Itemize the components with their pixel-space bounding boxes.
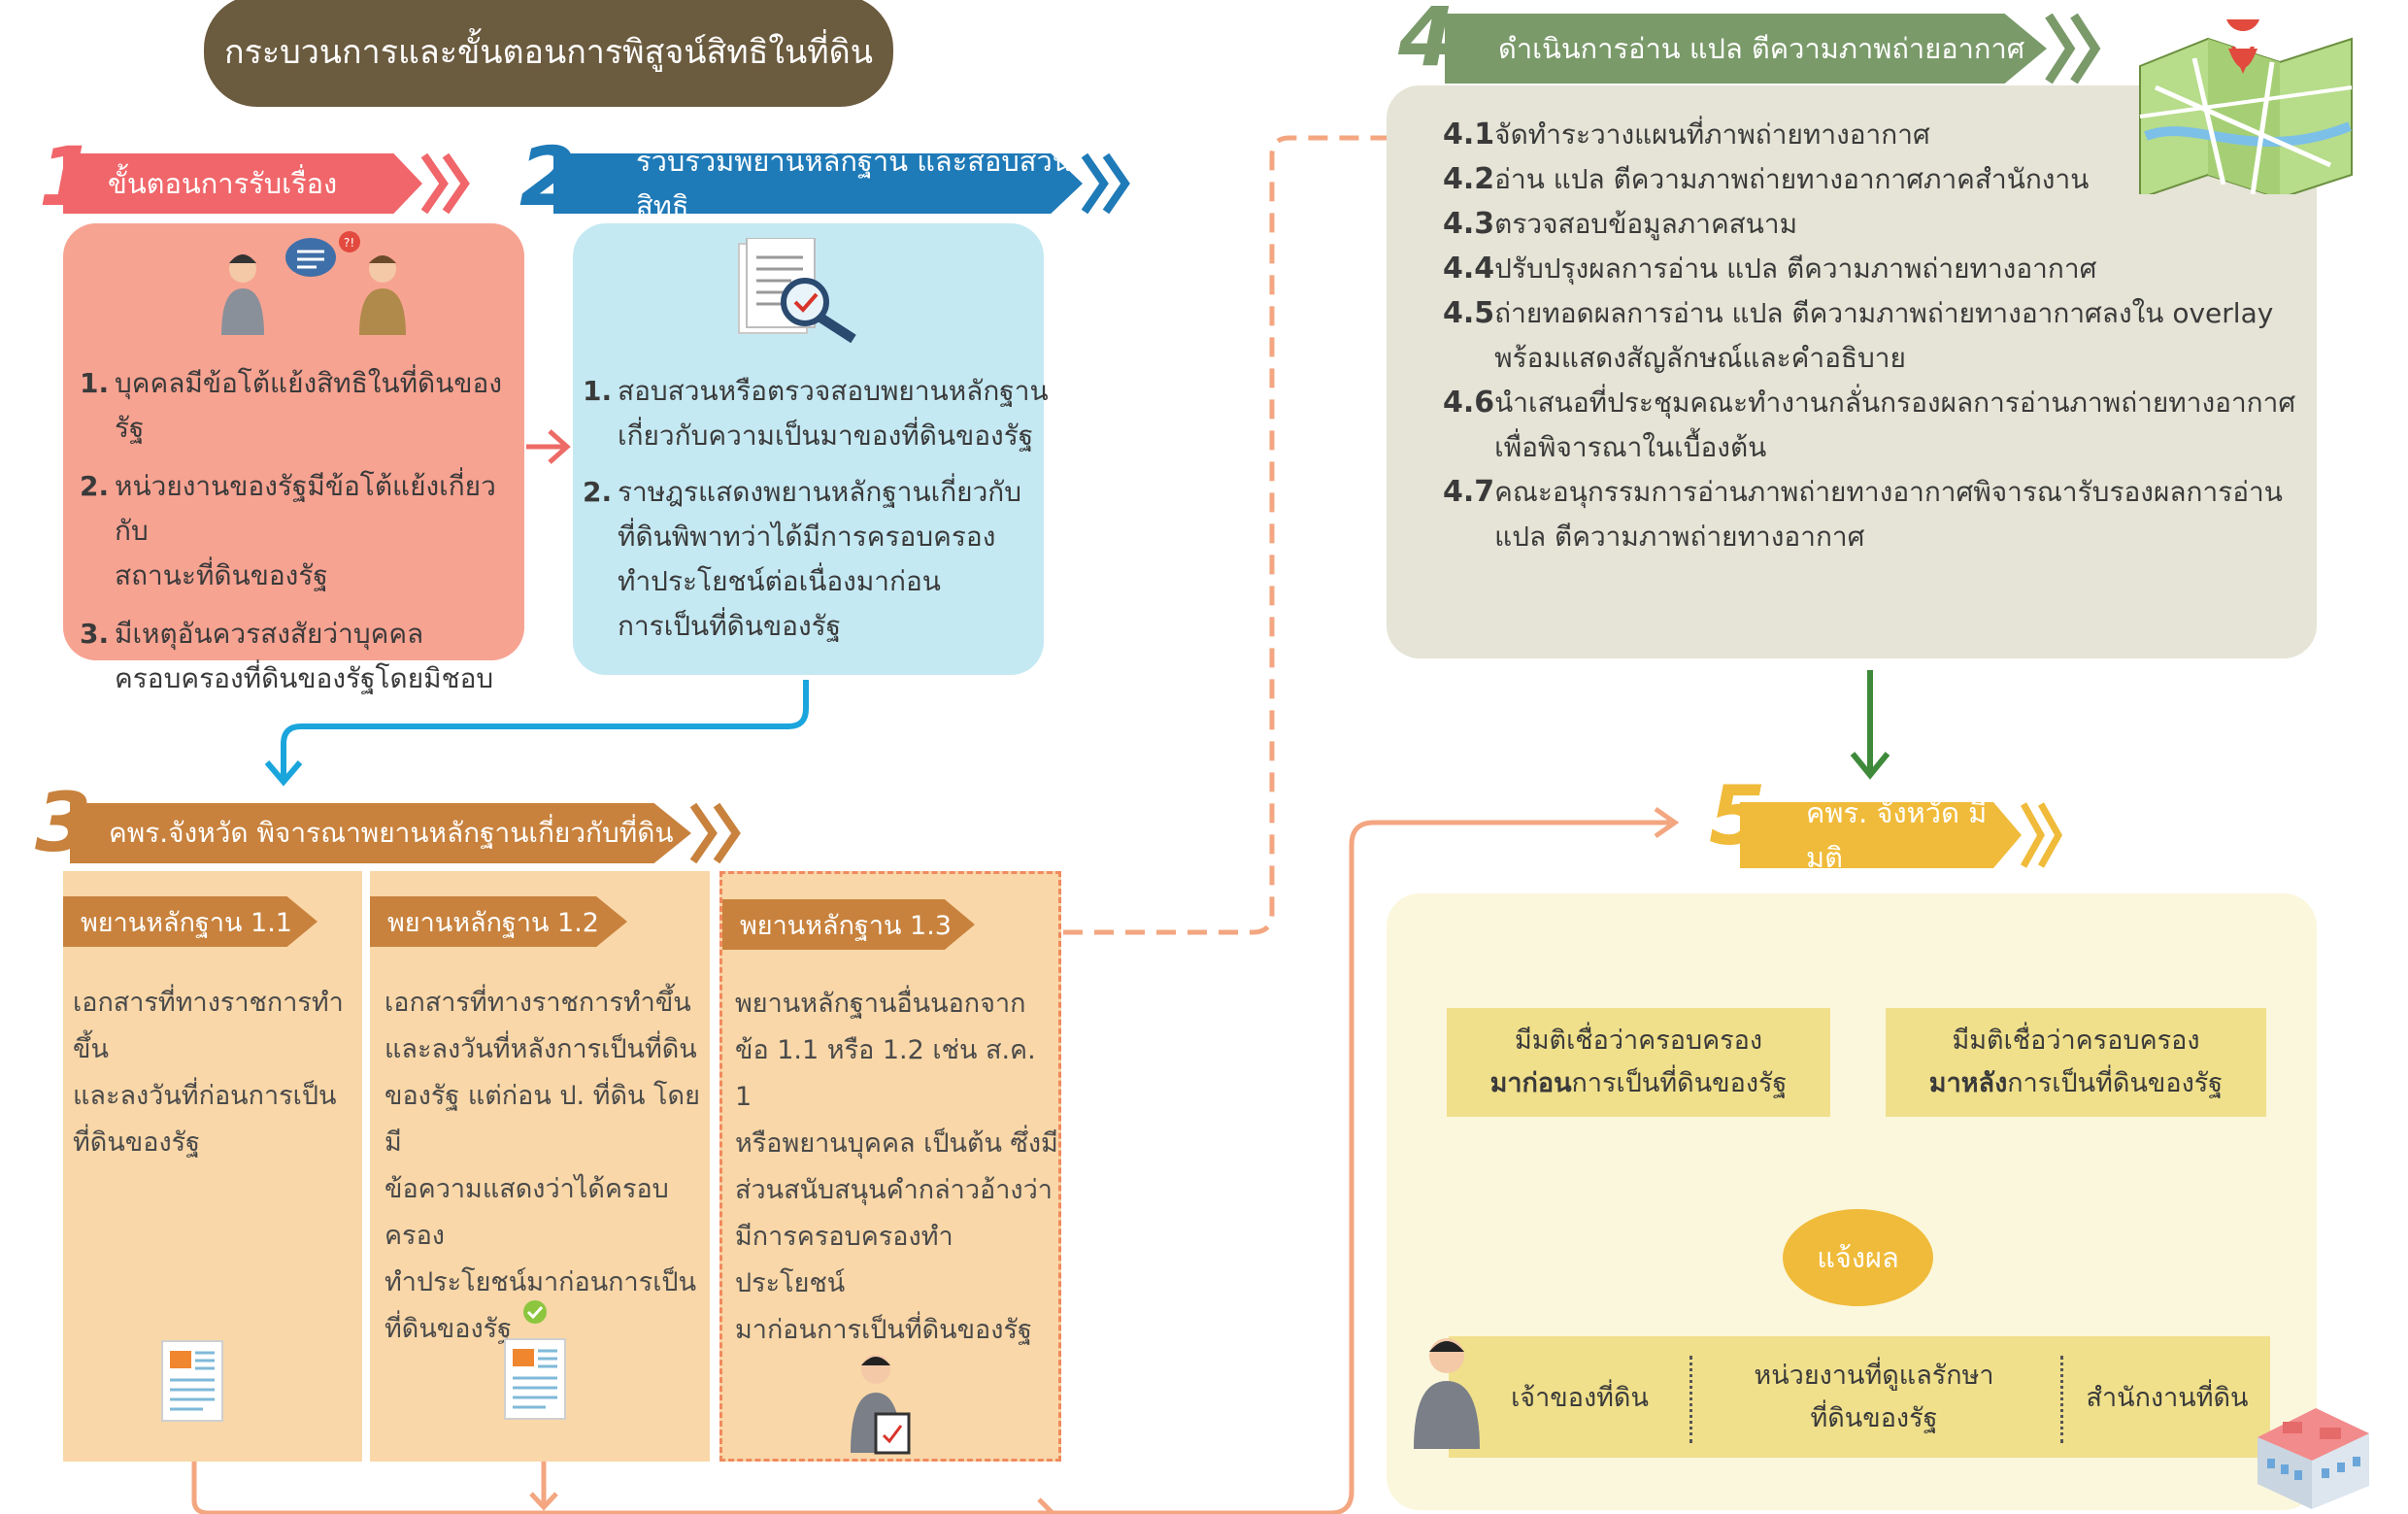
page-title-text: กระบวนการและขั้นตอนการพิสูจน์สิทธิในที่ด…: [224, 32, 873, 72]
list-item: 1.บุคคลมีข้อโต้แย้งสิทธิในที่ดินของรัฐ: [80, 367, 503, 444]
person-witness-icon: [851, 1355, 911, 1455]
evidence-tag: พยานหลักฐาน 1.2: [370, 896, 627, 947]
step3-banner: คพร.จังหวัด พิจารณาพยานหลักฐานเกี่ยวกับท…: [70, 803, 691, 863]
document-icon: [161, 1340, 223, 1422]
step2-section: รวบรวมพยานหลักฐาน และสอบสวนสิทธิ 2 1.สอบ…: [519, 129, 1130, 680]
step2-number: 2: [519, 129, 577, 224]
list-item: 1.สอบสวนหรือตรวจสอบพยานหลักฐานเกี่ยวกับค…: [583, 375, 1049, 452]
step1-banner: ขั้นตอนการรับเรื่อง: [63, 153, 422, 214]
evidence-col-1: พยานหลักฐาน 1.1 เอกสารที่ทางราชการทำขึ้น…: [63, 871, 362, 1462]
approved-document-icon: [504, 1300, 566, 1420]
step2-label: รวบรวมพยานหลักฐาน และสอบสวนสิทธิ: [636, 145, 1072, 222]
step4-banner: ดำเนินการอ่าน แปล ตีความภาพถ่ายอากาศ: [1445, 14, 2047, 84]
step1-chevron-icon: [420, 153, 470, 214]
resolution-before-box: มีมติเชื่อว่าครอบครอง มาก่อนการเป็นที่ดิ…: [1447, 1008, 1830, 1117]
step5-chevron-icon: [2020, 802, 2063, 868]
step2-list: 1.สอบสวนหรือตรวจสอบพยานหลักฐานเกี่ยวกับค…: [583, 369, 1049, 649]
document-search-icon: [738, 238, 856, 344]
recipients-bar: เจ้าของที่ดิน หน่วยงานที่ดูแลรักษาที่ดิน…: [1449, 1336, 2270, 1458]
step1-label: ขั้นตอนการรับเรื่อง: [108, 167, 338, 200]
divider: [1689, 1356, 1692, 1443]
arrow-step4-to-step5: [1850, 670, 1890, 780]
evidence-col-2: พยานหลักฐาน 1.2 เอกสารที่ทางราชการทำขึ้น…: [370, 871, 710, 1462]
evidence-tag: พยานหลักฐาน 1.3: [722, 899, 975, 950]
step1-number: 1: [39, 129, 96, 224]
evidence-text: เอกสารที่ทางราชการทำขึ้น และลงวันที่ก่อน…: [73, 988, 344, 1158]
step4-chevron-icon: [2045, 14, 2101, 84]
evidence-text: พยานหลักฐานอื่นนอกจาก ข้อ 1.1 หรือ 1.2 เ…: [735, 989, 1058, 1345]
arrow-step2-to-step3: [264, 680, 809, 787]
step1-section: ขั้นตอนการรับเรื่อง 1 ?! 1.บุคคลมีข้อโต้…: [39, 129, 544, 694]
divider: [2060, 1356, 2063, 1443]
step4-section: 4 ดำเนินการอ่าน แปล ตีความภาพถ่ายอากาศ 4…: [1379, 0, 2369, 670]
recipient-land-office: สำนักงานที่ดิน: [2086, 1383, 2249, 1413]
discussion-people-icon: ?!: [221, 231, 406, 335]
evidence-text: เอกสารที่ทางราชการทำขึ้น และลงวันที่หลัง…: [385, 988, 700, 1344]
person-owner-icon: [1414, 1338, 1480, 1449]
step3-section: 3 คพร.จังหวัด พิจารณาพยานหลักฐานเกี่ยวกั…: [35, 782, 1074, 1471]
step1-box: [63, 223, 524, 660]
step5-section: 5 คพร. จังหวัด มีมติ มีมติเชื่อว่าครอบคร…: [1379, 767, 2408, 1514]
step5-banner: คพร. จังหวัด มีมติ: [1740, 802, 2022, 868]
evidence-col-3: พยานหลักฐาน 1.3 พยานหลักฐานอื่นนอกจาก ข้…: [719, 871, 1061, 1462]
list-item: 2.หน่วยงานของรัฐมีข้อโต้แย้งเกี่ยวกับสถา…: [80, 470, 496, 591]
list-item: 2.ราษฎรแสดงพยานหลักฐานเกี่ยวกับที่ดินพิพ…: [583, 476, 1022, 642]
svg-text:?!: ?!: [344, 236, 354, 250]
step2-banner: รวบรวมพยานหลักฐาน และสอบสวนสิทธิ: [553, 153, 1083, 214]
recipient-landowner: เจ้าของที่ดิน: [1511, 1383, 1649, 1413]
arrow-step3-to-step5: [191, 806, 1680, 1514]
step5-label: คพร. จังหวัด มีมติ: [1806, 796, 1988, 874]
notify-oval: แจ้งผล: [1783, 1209, 1933, 1306]
map-pin-icon: [2139, 19, 2353, 194]
step3-label: คพร.จังหวัด พิจารณาพยานหลักฐานเกี่ยวกับท…: [109, 817, 674, 849]
step4-label: ดำเนินการอ่าน แปล ตีความภาพถ่ายอากาศ: [1498, 32, 2025, 65]
page-title: กระบวนการและขั้นตอนการพิสูจน์สิทธิในที่ด…: [204, 0, 893, 107]
step2-chevron-icon: [1081, 153, 1130, 214]
list-item: 3.มีเหตุอันควรสงสัยว่าบุคคลครอบครองที่ดิ…: [80, 618, 494, 694]
office-building-icon: [2258, 1408, 2369, 1509]
step3-chevron-icon: [689, 803, 741, 863]
evidence-tag: พยานหลักฐาน 1.1: [63, 896, 318, 947]
resolution-after-box: มีมติเชื่อว่าครอบครอง มาหลังการเป็นที่ดิ…: [1886, 1008, 2266, 1117]
step1-list: 1.บุคคลมีข้อโต้แย้งสิทธิในที่ดินของรัฐ 2…: [80, 361, 526, 701]
arrow-step1-to-step2: [526, 429, 571, 464]
recipient-state-land-agency: หน่วยงานที่ดูแลรักษาที่ดินของรัฐ: [1754, 1360, 1994, 1433]
